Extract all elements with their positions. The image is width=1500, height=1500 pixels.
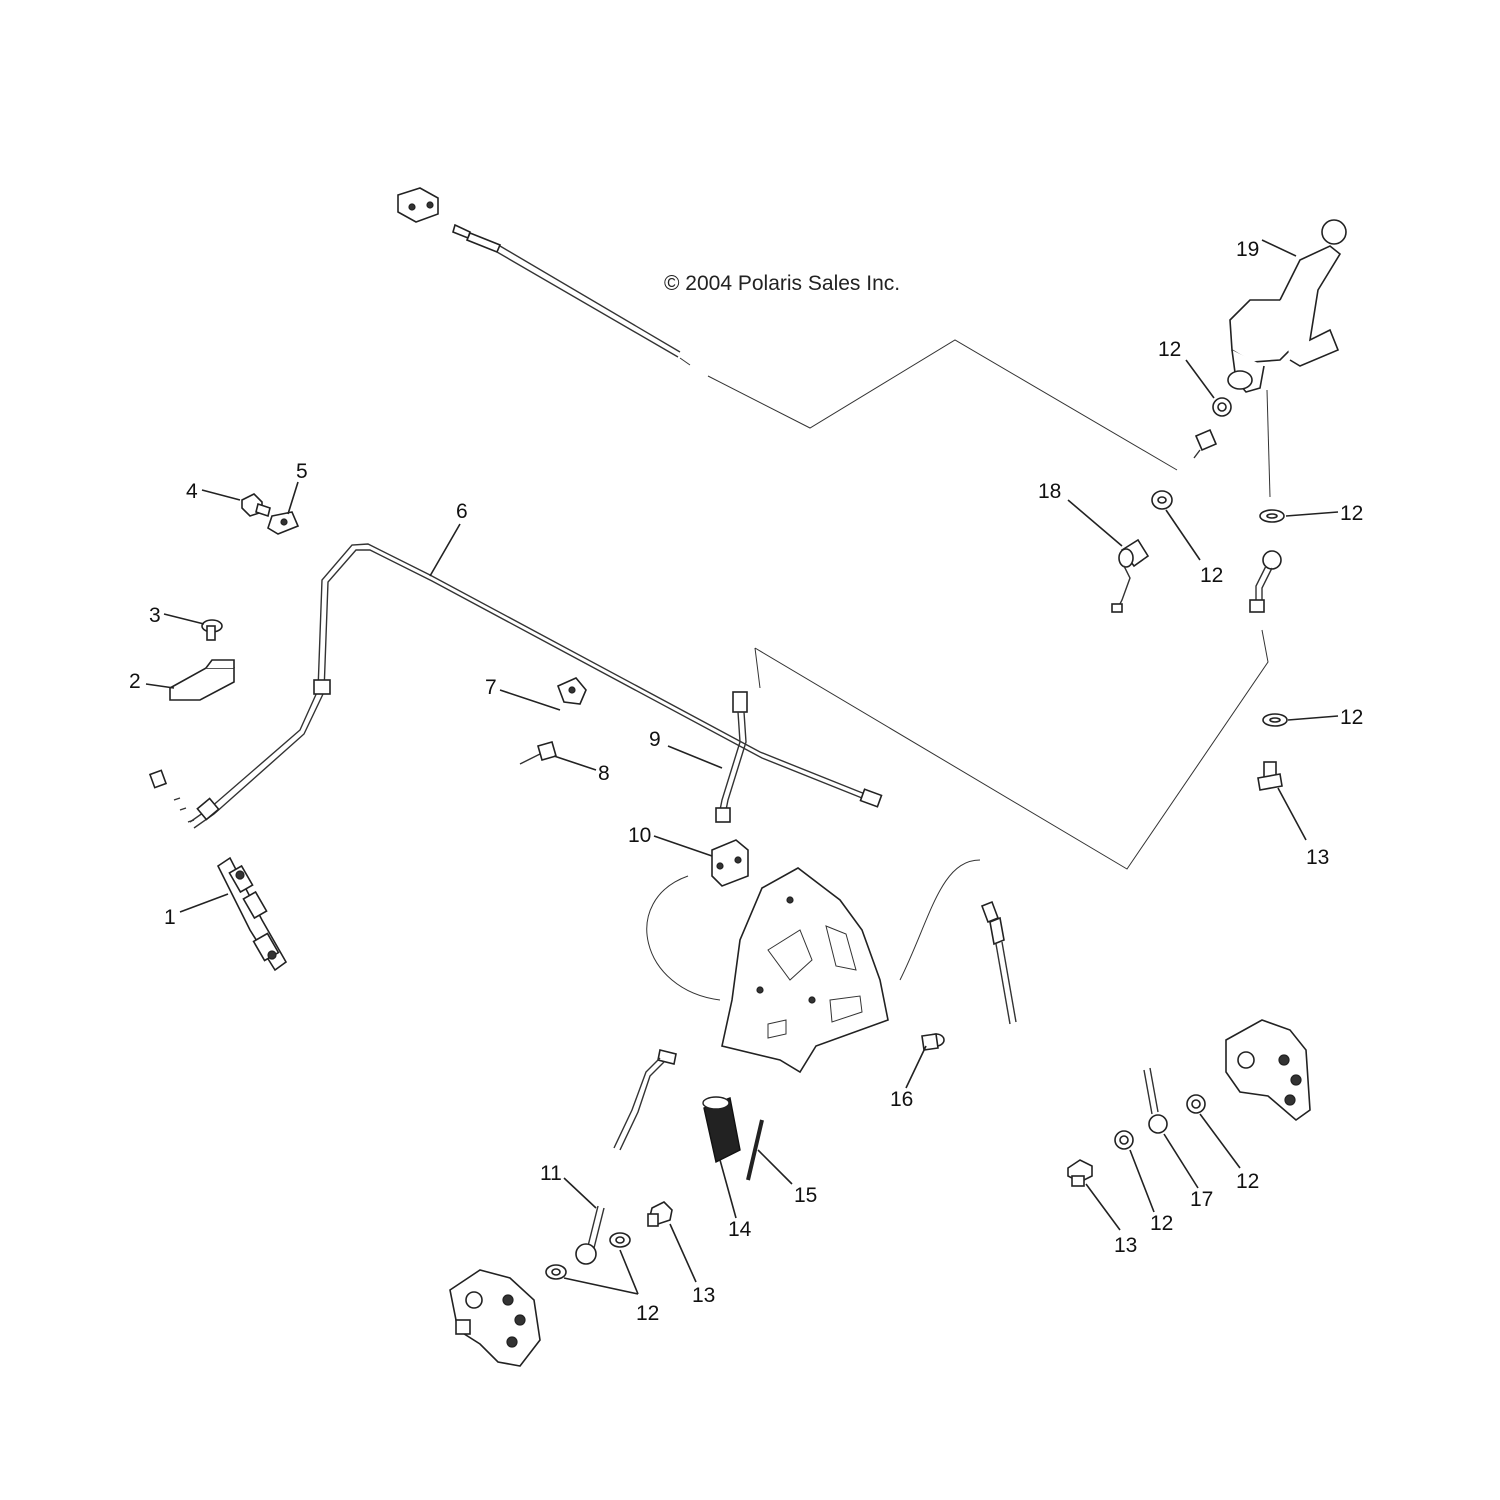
part-5-clip <box>267 511 300 535</box>
part-17-banjo-fitting <box>1143 1067 1168 1134</box>
brake-pedal-plate <box>646 859 981 1074</box>
callout-19: 19 <box>1236 238 1259 261</box>
lower-right-caliper <box>1225 1019 1311 1122</box>
callout-3: 3 <box>149 604 161 627</box>
small-fittings <box>148 769 195 823</box>
leader-lines <box>145 239 1339 1295</box>
lower-left-brake-line <box>613 1049 677 1151</box>
part-19-master-cylinder <box>1227 219 1347 393</box>
lower-left-caliper <box>449 1269 541 1367</box>
callout-11: 11 <box>540 1162 562 1185</box>
callout-9: 9 <box>649 728 661 751</box>
part-8-pin <box>519 741 557 765</box>
callout-13-lower-left: 13 <box>692 1284 715 1307</box>
part-1-brake-tee-valve <box>216 856 288 972</box>
part-11-banjo-line <box>575 1205 605 1265</box>
part-2-bracket <box>169 659 235 701</box>
part-3-bolt <box>201 619 223 641</box>
upper-brake-line <box>397 187 681 358</box>
callout-12-top: 12 <box>1158 338 1181 361</box>
part-15-rod <box>746 1119 764 1181</box>
callout-5: 5 <box>296 460 308 483</box>
callout-2: 2 <box>129 670 141 693</box>
callout-1: 1 <box>164 906 176 929</box>
lower-right-washers <box>1114 1094 1206 1150</box>
assembly-guide-lines <box>679 339 1271 870</box>
callout-6: 6 <box>456 500 468 523</box>
part-14-boot <box>702 1096 741 1164</box>
right-banjo-line <box>1249 550 1282 613</box>
right-brake-cable <box>980 900 1017 1025</box>
part-13-bolt-lower-right <box>1067 1159 1093 1187</box>
callout-13-lower-right: 13 <box>1114 1234 1137 1257</box>
callout-16: 16 <box>890 1088 913 1111</box>
right-mid-hardware <box>1257 509 1288 791</box>
part-4-screw <box>241 493 271 518</box>
part-7-clamp <box>556 677 587 705</box>
callout-13-right: 13 <box>1306 846 1329 869</box>
copyright-notice: © 2004 Polaris Sales Inc. <box>664 272 900 295</box>
part-10-junction-block <box>711 839 749 887</box>
lower-left-washers <box>545 1232 631 1280</box>
callout-12-lower-right-a: 12 <box>1150 1212 1173 1235</box>
callout-8: 8 <box>598 762 610 785</box>
part-6-brake-line <box>189 543 883 829</box>
callout-4: 4 <box>186 480 198 503</box>
callout-18: 18 <box>1038 480 1061 503</box>
callout-14: 14 <box>728 1218 752 1241</box>
part-18-brake-switch <box>1111 538 1150 613</box>
part-13-bolt-lower-left <box>647 1201 673 1227</box>
callout-12-mid: 12 <box>1200 564 1223 587</box>
callout-15: 15 <box>794 1184 817 1207</box>
callout-10: 10 <box>628 824 651 847</box>
callout-12-right-upper: 12 <box>1340 502 1363 525</box>
upper-washers <box>1151 397 1232 510</box>
callout-12-lower-left: 12 <box>636 1302 659 1325</box>
callout-labels: 1 2 3 4 5 6 7 8 9 10 11 12 13 14 15 16 1… <box>129 238 1363 1325</box>
callout-7: 7 <box>485 676 497 699</box>
callout-17: 17 <box>1190 1188 1213 1211</box>
part-9-brake-line <box>715 691 748 823</box>
callout-12-lower-right-b: 12 <box>1236 1170 1259 1193</box>
callout-12-right-lower: 12 <box>1340 706 1363 729</box>
